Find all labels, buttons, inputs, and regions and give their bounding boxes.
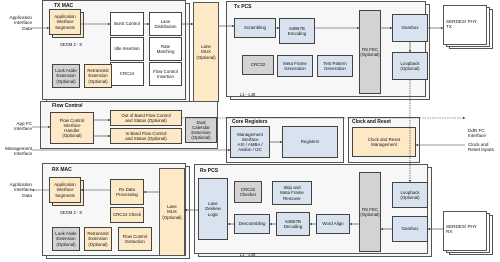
management-interface-block: Management Interface AXI / AMBA / Avalon… bbox=[230, 126, 270, 158]
rx-flow-control-extraction: Flow Control Extraction bbox=[118, 227, 152, 251]
tx-lookaside-extension: Look Aside Extension (Optional) bbox=[52, 64, 80, 88]
tx-retransmit-extension: Retransmit Extension (Optional) bbox=[84, 64, 112, 88]
tx-pcs-title: Tx PCS bbox=[234, 4, 252, 10]
tx-rate-matching: Rate Matching bbox=[149, 37, 182, 61]
app-fc-label: App FC Interface bbox=[14, 121, 32, 132]
rx-pcs-title: Rx PCS bbox=[200, 168, 219, 174]
tx-mac-title: TX MAC bbox=[54, 3, 74, 9]
rx-descrambling: Descrambling bbox=[234, 214, 270, 234]
dual-calendar-extension: Dual Calendar Extension (Optional) bbox=[185, 117, 217, 143]
management-label: Management Interface bbox=[5, 146, 32, 157]
tx-crc24: CRC24 bbox=[110, 62, 144, 86]
rx-data-processing: Rx Data Processing bbox=[110, 179, 144, 205]
rx-64b67b-decoding: 64B67B Decoding bbox=[276, 212, 310, 236]
rx-lane-mux: Lane MUX (Optional) bbox=[159, 168, 185, 256]
tx-64b67b-encoding: 64B67B Encoding bbox=[279, 18, 315, 44]
clock-reset-management: Clock and Reset Management bbox=[352, 127, 416, 157]
tx-crc32: CRC32 bbox=[242, 55, 274, 75]
tx-test-pattern-generation: Test Pattern Generation bbox=[317, 55, 353, 77]
tx-rs-fec: RS FEC (Optional) bbox=[359, 10, 381, 94]
ddr-fc-label: DdR FC Interface bbox=[468, 128, 486, 139]
rx-crc32-checker: CRC32 Checker bbox=[234, 181, 262, 203]
rx-skip-meta-frame-remover: Skip and Meta Frame Remover bbox=[272, 181, 312, 205]
rx-lane-deskew-logic: Lane Deskew Logic bbox=[198, 178, 228, 240]
tx-gearbox: Gearbox bbox=[392, 14, 428, 42]
flow-control-title: Flow Control bbox=[52, 103, 83, 109]
serdes-tx-label: SERDES/ PHY TX bbox=[446, 19, 477, 30]
registers-block: Registers bbox=[282, 126, 338, 158]
tx-idle-insertion: Idle Insertion bbox=[110, 37, 144, 61]
tx-flow-control-insertion: Flow Control Insertion bbox=[149, 62, 182, 86]
serdes-rx-stack-back1 bbox=[443, 211, 487, 251]
rx-gearbox: Gearbox bbox=[392, 216, 428, 242]
clock-reset-title: Clock and Reset bbox=[352, 119, 391, 125]
rx-pcs-frame bbox=[194, 164, 428, 254]
clock-reset-label: Clock and Reset Inputs bbox=[468, 142, 494, 153]
tx-lanes-label: L1 - L48 bbox=[240, 92, 256, 97]
core-registers-title: Core Registers bbox=[232, 119, 268, 125]
tx-lane-distribution: Lane Distribution bbox=[149, 12, 182, 36]
rx-segm-label: SEGM 2 - 8 bbox=[60, 210, 82, 215]
serdes-rx-label: SERDES/ PHY RX bbox=[446, 224, 477, 235]
tx-loopback: Loopback (Optional) bbox=[392, 52, 428, 80]
rx-lookaside-extension: Look Aside Extension (Optional) bbox=[52, 227, 80, 251]
rx-word-align: Word Align bbox=[316, 214, 350, 234]
rx-crc24-check: CRC24 Check bbox=[110, 207, 144, 223]
serdes-tx-stack-back1 bbox=[443, 5, 487, 45]
tx-lane-mux: Lane MUX (Optional) bbox=[193, 2, 219, 102]
rx-loopback: Loopback (Optional) bbox=[392, 182, 428, 208]
tx-burst-control: Burst Control bbox=[110, 12, 144, 36]
rx-mac-title: RX MAC bbox=[52, 167, 72, 173]
tx-app-segments-front: Application Interface Segments bbox=[49, 9, 81, 35]
rx-rs-fec: RS FEC (Optional) bbox=[359, 172, 381, 252]
app-rx-label: Application Interface Data bbox=[9, 182, 32, 198]
out-of-band-flow-control: Out of Band Flow Control and Status (Opt… bbox=[110, 110, 182, 126]
rx-app-segments-front: Application Interface Segments bbox=[49, 177, 81, 203]
rx-retransmit-extension: Retransmit Extension (Optional) bbox=[84, 227, 112, 251]
tx-segm-label: SEGM 2 - 8 bbox=[60, 42, 82, 47]
flow-control-interface-handler: Flow Control Interface Handler (Optional… bbox=[50, 112, 94, 144]
rx-lanes-label: L1 - L48 bbox=[240, 252, 256, 257]
tx-scrambling: Scrambling bbox=[234, 18, 276, 38]
in-band-flow-control: In Band Flow Control and Status (Optiona… bbox=[110, 128, 182, 144]
tx-meta-frame-generation: Meta Frame Generation bbox=[277, 55, 313, 77]
app-tx-label: Application Interface Data bbox=[9, 15, 32, 31]
